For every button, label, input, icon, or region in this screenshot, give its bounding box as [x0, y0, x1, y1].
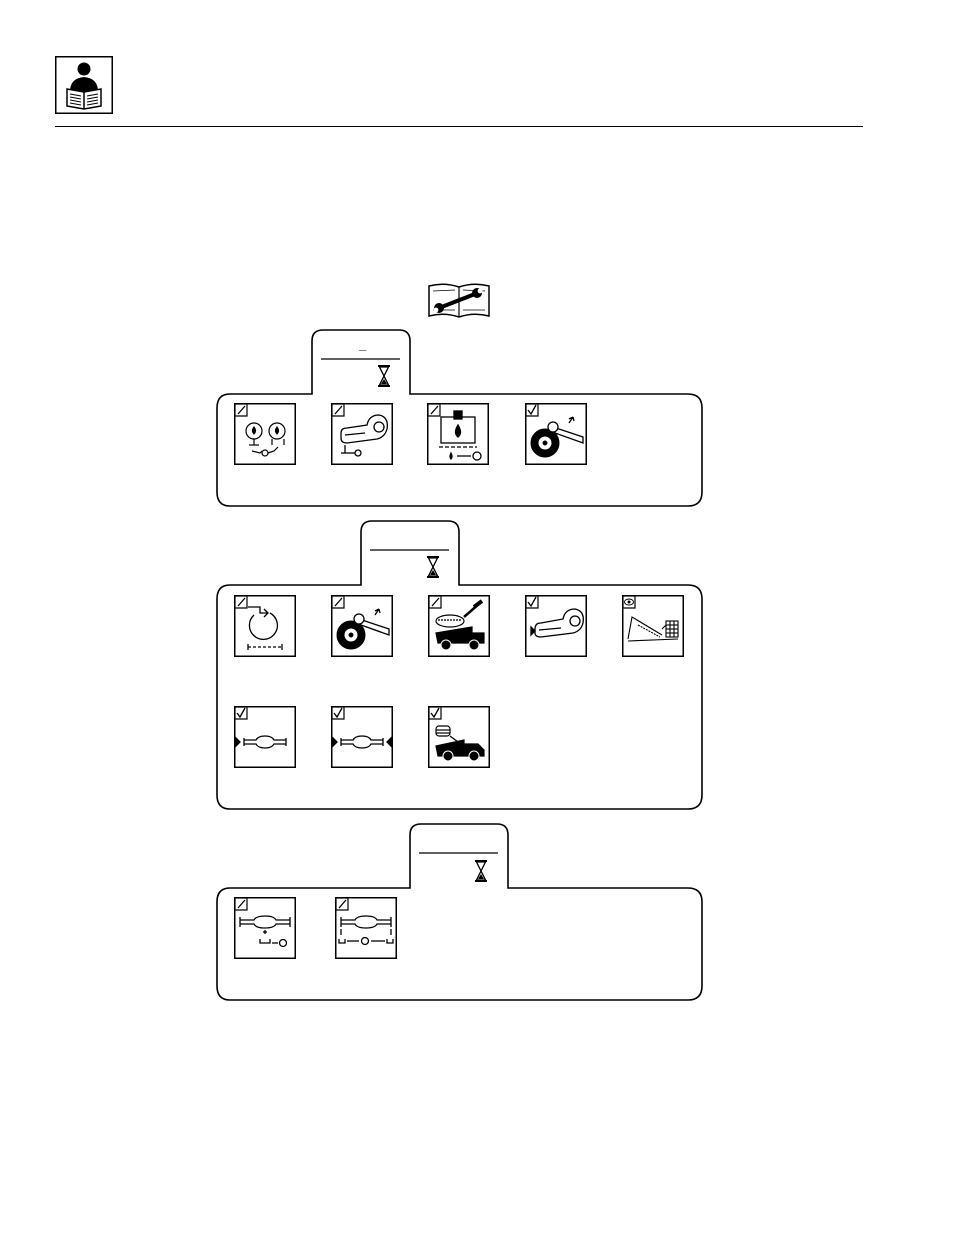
- hourglass-icon: [426, 556, 440, 578]
- service-manual-wrench-icon: [427, 280, 491, 320]
- tile-rear-axle-check: [331, 706, 393, 768]
- tile-gearbox-inspect: [525, 595, 587, 657]
- tile-gearbox-oil-drain: [331, 403, 393, 465]
- hourglass-icon: [377, 365, 391, 387]
- tile-wheel-nut-torque-2: [331, 595, 393, 657]
- tile-hydraulic-oil-drain: [427, 403, 489, 465]
- read-manual-icon: [55, 56, 113, 114]
- tab-interval-mark: _: [359, 337, 366, 352]
- tile-front-axle-check: [234, 706, 296, 768]
- tile-axle-gear-oil-change: [234, 403, 296, 465]
- tile-axle-hub-oil-drain: [335, 897, 397, 959]
- tile-filter-replace: [234, 595, 296, 657]
- tile-axle-oil-drain: [234, 897, 296, 959]
- tile-boom-lubrication: [428, 595, 490, 657]
- hourglass-icon: [474, 860, 488, 882]
- header-rule: [55, 126, 863, 127]
- tile-boom-chain-inspect: [622, 595, 684, 657]
- tile-machine-cab-check: [428, 706, 490, 768]
- header-logo: [55, 56, 113, 114]
- service-group-2: [216, 520, 704, 812]
- tile-wheel-nut-torque: [525, 403, 587, 465]
